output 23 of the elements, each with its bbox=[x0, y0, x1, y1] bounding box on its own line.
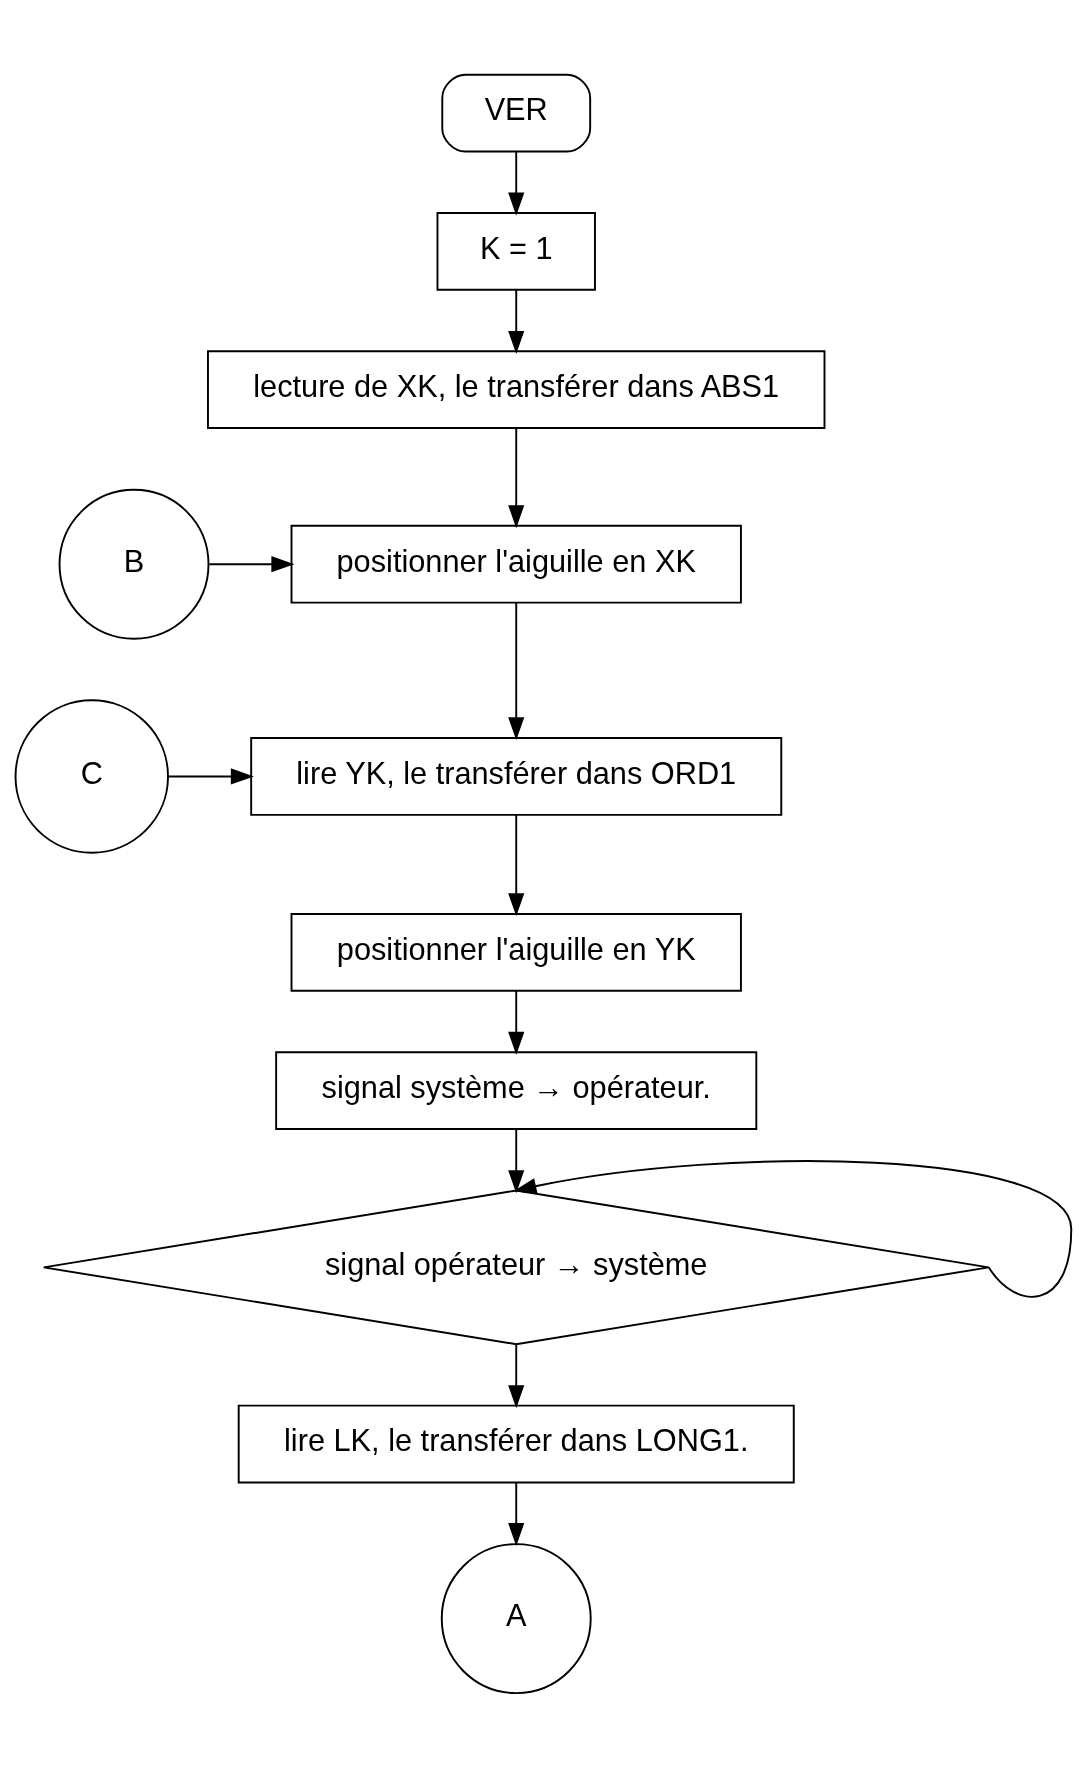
arrow bbox=[208, 556, 295, 573]
node-box: positionner l'aiguille en YK bbox=[290, 913, 742, 992]
node-diamond: signal opérateur → système bbox=[42, 1189, 990, 1346]
node-box: lire YK, le transférer dans ORD1 bbox=[250, 737, 783, 816]
node-box: K = 1 bbox=[436, 212, 596, 291]
node-circle: A bbox=[440, 1543, 592, 1695]
arrow bbox=[508, 427, 525, 529]
arrow bbox=[508, 289, 525, 354]
node-box: lecture de XK, le transférer dans ABS1 bbox=[207, 350, 826, 430]
arrow bbox=[508, 1482, 525, 1547]
node-box: signal système → opérateur. bbox=[275, 1051, 758, 1131]
node-circle: C bbox=[14, 699, 169, 854]
arrow bbox=[508, 813, 525, 917]
arrow bbox=[167, 768, 254, 785]
arrow bbox=[513, 1160, 1073, 1298]
arrow bbox=[508, 1343, 525, 1409]
node-box: positionner l'aiguille en XK bbox=[290, 524, 742, 604]
node-circle: B bbox=[58, 488, 210, 640]
arrow bbox=[508, 990, 525, 1055]
arrow bbox=[508, 601, 525, 741]
node-box: VER bbox=[441, 73, 592, 153]
arrow bbox=[508, 150, 525, 216]
node-box: lire LK, le transférer dans LONG1. bbox=[237, 1404, 795, 1484]
